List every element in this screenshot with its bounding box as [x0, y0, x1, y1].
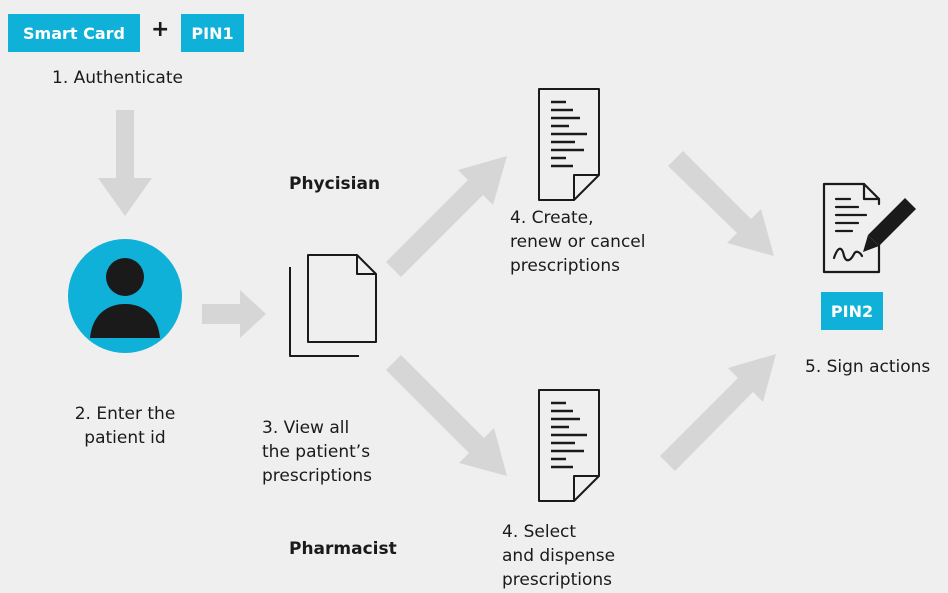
arrow-physician-to-sign [668, 151, 774, 256]
document-icon [538, 389, 600, 502]
step3-line1: 3. View all [262, 418, 350, 438]
step2-line1: 2. Enter the [74, 404, 176, 424]
pharmacist-step4-line3: prescriptions [502, 570, 612, 590]
physician-step4-line2: renew or cancel [510, 232, 646, 252]
pin2-badge: PIN2 [821, 292, 883, 330]
pharmacist-step4-label: 4. Select and dispense prescriptions [502, 520, 615, 592]
physician-step4-line3: prescriptions [510, 256, 620, 276]
arrow-view-to-pharmacist [386, 355, 507, 476]
physician-step4-label: 4. Create, renew or cancel prescriptions [510, 206, 645, 278]
arrow-auth-to-patient [98, 110, 152, 216]
step2-label: 2. Enter the patient id [70, 402, 180, 450]
arrow-view-to-physician [386, 156, 507, 277]
step2-line2: patient id [84, 428, 166, 448]
arrow-pharmacist-to-sign [660, 354, 776, 471]
smart-card-badge: Smart Card [8, 14, 140, 52]
physician-step4-line1: 4. Create, [510, 208, 594, 228]
step3-line2: the patient’s [262, 442, 371, 462]
pen-icon [863, 198, 916, 252]
pharmacist-step4-line1: 4. Select [502, 522, 577, 542]
step1-label: 1. Authenticate [52, 68, 183, 88]
step3-label: 3. View all the patient’s prescriptions [262, 416, 372, 488]
user-icon [68, 239, 182, 353]
arrow-patient-to-view [202, 290, 266, 338]
step3-line3: prescriptions [262, 466, 372, 486]
pharmacist-step4-line2: and dispense [502, 546, 616, 566]
physician-role: Phycisian [289, 174, 381, 194]
sign-document-icon [822, 182, 881, 274]
step5-label: 5. Sign actions [805, 357, 931, 377]
plus-sign: + [151, 17, 170, 42]
pin1-badge: PIN1 [181, 14, 244, 52]
pharmacist-role: Pharmacist [289, 539, 397, 559]
document-icon [538, 88, 600, 201]
documents-icon [289, 254, 377, 357]
